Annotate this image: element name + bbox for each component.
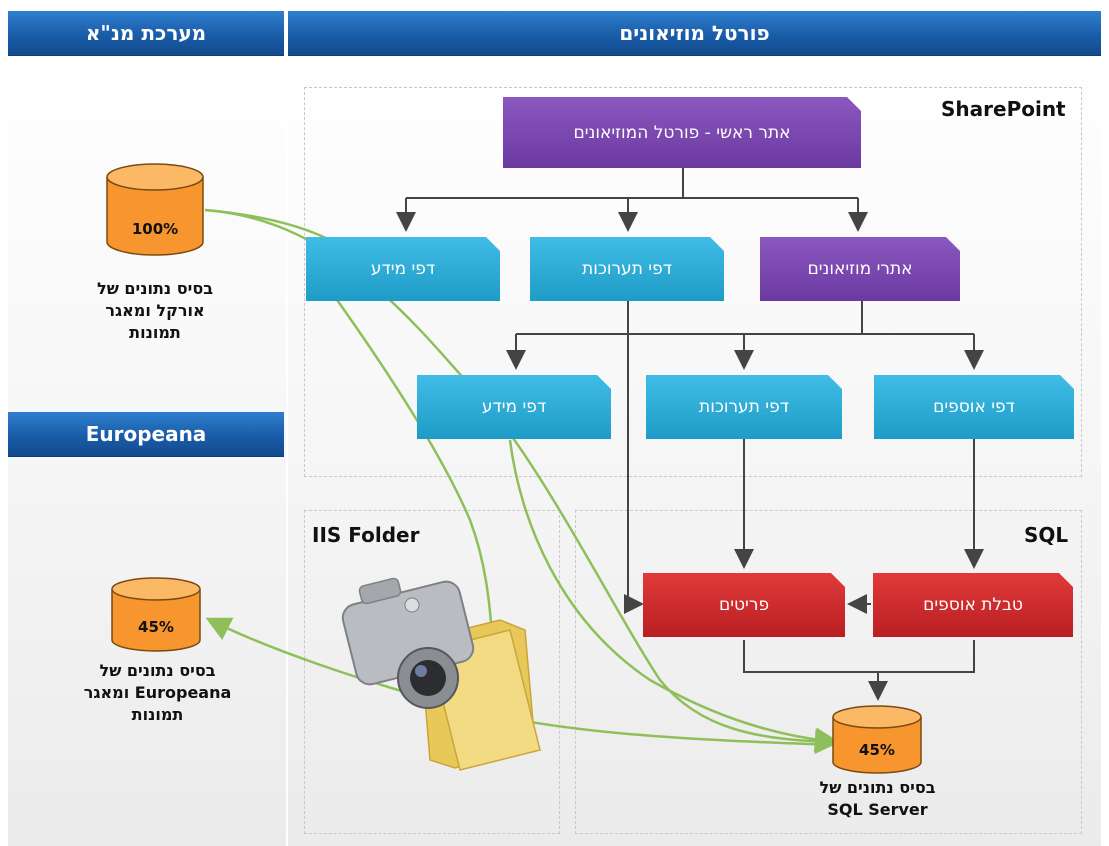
items-box[interactable]: פריטים xyxy=(643,573,845,637)
sqlserver-db-label: בסיס נתונים של SQL Server xyxy=(790,777,965,821)
iis-label: IIS Folder xyxy=(312,523,420,547)
europeana-db-label: בסיס נתונים של Europeana ומאגר תמונות xyxy=(70,660,245,726)
oracle-db-percent: 100% xyxy=(131,220,179,238)
europeana-db-line2: Europeana ומאגר xyxy=(83,683,232,702)
info-pages-box-1[interactable]: דפי מידע xyxy=(306,237,500,301)
sqlserver-db-line2: SQL Server xyxy=(827,800,928,819)
right-panel xyxy=(288,56,1101,846)
collections-table-box[interactable]: טבלת אוספים xyxy=(873,573,1073,637)
oracle-db-icon xyxy=(106,163,204,256)
exhibitions-pages-box-2[interactable]: דפי תערוכות xyxy=(646,375,842,439)
europeana-db-percent: 45% xyxy=(138,618,174,636)
sharepoint-label: SharePoint xyxy=(941,97,1066,121)
region-iis xyxy=(304,510,560,834)
europeana-db-line1: בסיס נתונים של xyxy=(99,661,216,680)
sqlserver-db-line1: בסיס נתונים של xyxy=(819,778,936,797)
region-sql xyxy=(575,510,1082,834)
sqlserver-db-percent: 45% xyxy=(859,741,895,759)
oracle-db-label: בסיס נתונים של אורקל ומאגר תמונות xyxy=(70,278,240,344)
oracle-db-line2: אורקל ומאגר xyxy=(105,301,205,320)
museum-sites-box[interactable]: אתרי מוזיאונים xyxy=(760,237,960,301)
oracle-db-line1: בסיס נתונים של xyxy=(97,279,213,298)
europeana-db-icon xyxy=(111,577,201,652)
header-system: מערכת מנ"א xyxy=(8,11,284,56)
header-europeana: Europeana xyxy=(8,412,284,457)
oracle-db-line3: תמונות xyxy=(129,323,181,342)
collections-pages-box[interactable]: דפי אוספים xyxy=(874,375,1074,439)
sqlserver-db-icon xyxy=(832,705,922,774)
sql-label: SQL xyxy=(1024,523,1069,547)
exhibitions-pages-box-1[interactable]: דפי תערוכות xyxy=(530,237,724,301)
header-portal: פורטל מוזיאונים xyxy=(288,11,1101,56)
main-site-box[interactable]: אתר ראשי - פורטל המוזיאונים xyxy=(503,97,861,168)
region-sharepoint xyxy=(304,87,1082,477)
info-pages-box-2[interactable]: דפי מידע xyxy=(417,375,611,439)
europeana-db-line3: תמונות xyxy=(131,705,184,724)
